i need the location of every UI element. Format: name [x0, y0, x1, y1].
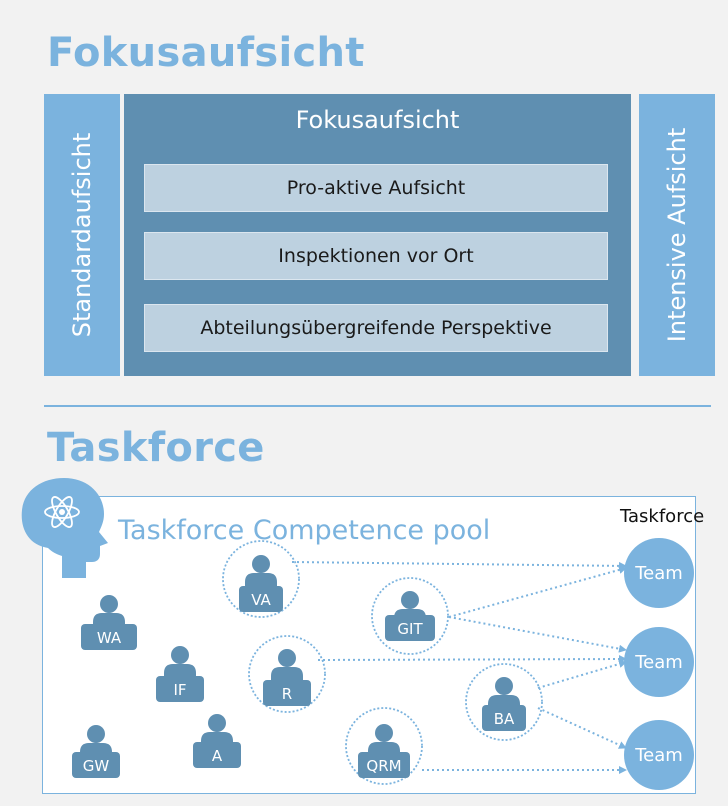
arrow-git-team2: [448, 616, 627, 653]
svg-text:Team: Team: [634, 745, 683, 766]
section-divider: [44, 405, 711, 407]
person-qrm: QRM: [358, 724, 410, 778]
person-ba: BA: [482, 677, 526, 731]
fokusaufsicht-panel: Fokusaufsicht Pro-aktive Aufsicht Inspek…: [124, 94, 631, 376]
person-gw: GW: [72, 725, 120, 778]
fokusaufsicht-panel-title: Fokusaufsicht: [295, 106, 460, 134]
svg-text:QRM: QRM: [366, 757, 401, 775]
competence-pool-title: Taskforce Competence pool: [118, 515, 491, 546]
svg-text:GIT: GIT: [397, 620, 423, 638]
team-2: Team: [624, 627, 694, 697]
svg-text:A: A: [212, 747, 223, 765]
item-pro-aktive-aufsicht: Pro-aktive Aufsicht: [144, 164, 608, 212]
team-1: Team: [624, 538, 694, 608]
item-abteilungsuebergreifende-perspektive: Abteilungsübergreifende Perspektive: [144, 304, 608, 352]
svg-text:WA: WA: [97, 629, 122, 647]
arrow-va-team1: [291, 561, 627, 570]
circle-va: [222, 540, 300, 618]
arrow-git-team1: [448, 566, 627, 618]
svg-text:Team: Team: [634, 563, 683, 584]
connection-arrows: [291, 561, 627, 774]
standardaufsicht-panel: Standardaufsicht: [44, 94, 120, 376]
person-a: A: [193, 714, 241, 768]
svg-text:IF: IF: [173, 681, 186, 699]
heading-fokusaufsicht: Fokusaufsicht: [47, 30, 365, 76]
person-r: R: [263, 649, 311, 706]
circle-git: [371, 577, 449, 655]
person-if: IF: [156, 646, 204, 702]
svg-text:R: R: [282, 685, 292, 703]
svg-text:Team: Team: [634, 652, 683, 673]
person-wa: WA: [81, 595, 137, 650]
team-3: Team: [624, 720, 694, 790]
circle-ba: [465, 663, 543, 741]
svg-text:GW: GW: [83, 757, 110, 775]
person-git: GIT: [385, 591, 435, 641]
competence-pool-box: [42, 496, 696, 794]
item-inspektionen-vor-ort: Inspektionen vor Ort: [144, 232, 608, 280]
heading-taskforce: Taskforce: [47, 425, 265, 471]
circle-r: [248, 635, 326, 713]
arrow-ba-team2: [537, 660, 627, 689]
brain-head-icon: [21, 478, 108, 578]
svg-text:VA: VA: [251, 591, 271, 609]
person-va: VA: [239, 555, 283, 612]
circle-qrm: [345, 707, 423, 785]
svg-text:BA: BA: [494, 710, 515, 728]
intensive-aufsicht-panel: Intensive Aufsicht: [639, 94, 715, 376]
arrow-r-team2: [317, 655, 627, 664]
arrow-ba-team3: [537, 707, 627, 749]
taskforce-label: Taskforce: [620, 506, 705, 527]
